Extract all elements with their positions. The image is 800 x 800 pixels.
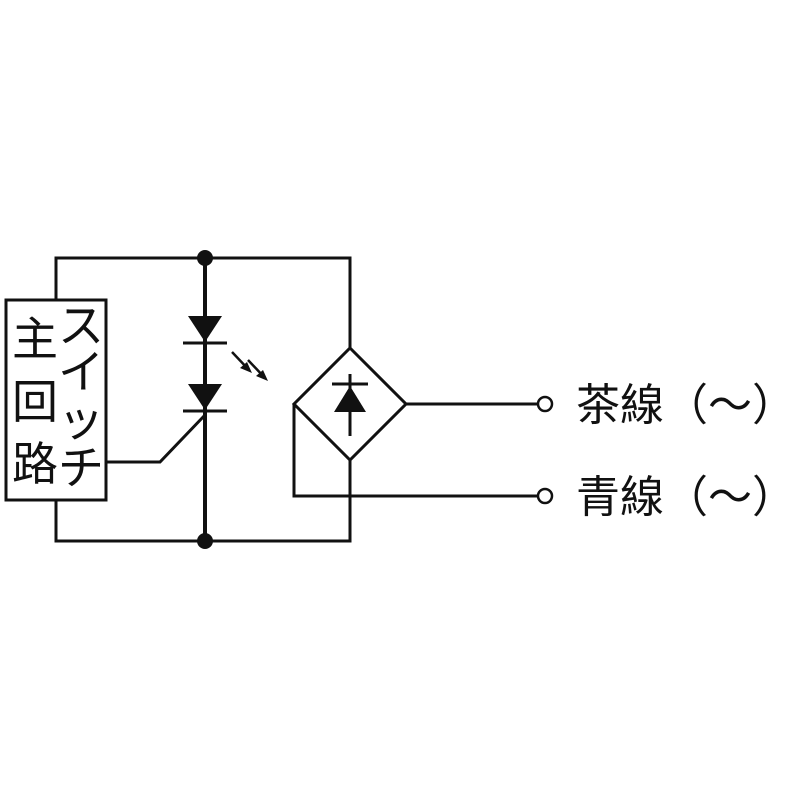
- box-label-char: 主: [12, 312, 58, 366]
- bridge-rectifier: [291, 345, 409, 463]
- box-label-char: チ: [58, 441, 104, 495]
- box-label-char: ス: [58, 299, 104, 353]
- box-label-char: ッ: [58, 393, 104, 447]
- terminal-label-brown: 茶線（～）: [576, 380, 796, 431]
- main-circuit-switch-box: [4, 298, 108, 502]
- light-arrows-icon: [231, 351, 268, 381]
- gate-wire: [106, 413, 207, 464]
- box-label-char: 路: [12, 437, 58, 491]
- blue-wire: [292, 404, 538, 498]
- thyristor: [183, 384, 227, 413]
- junction-dot-top: [197, 250, 213, 266]
- led-diode: [183, 316, 227, 345]
- terminal-brown[interactable]: [536, 395, 554, 413]
- terminal-label-blue: 青線（～）: [576, 472, 796, 523]
- terminal-blue[interactable]: [536, 487, 554, 505]
- box-label-char: 回: [12, 375, 58, 429]
- bridge-diode-icon: [332, 374, 368, 436]
- box-label-char: イ: [58, 345, 104, 399]
- junction-dot-bottom: [197, 533, 213, 549]
